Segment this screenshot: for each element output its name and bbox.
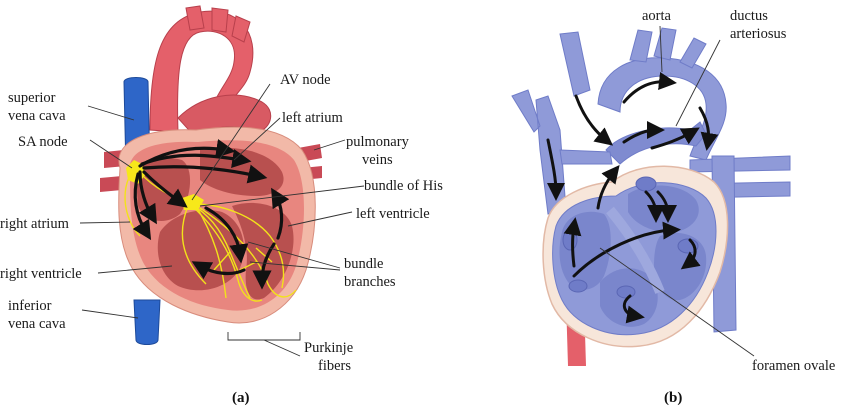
svg-text:Purkinje: Purkinje: [304, 340, 353, 356]
label-sa-node: SA node: [18, 134, 68, 150]
svg-text:ductus: ductus: [730, 8, 768, 24]
svg-text:SA node: SA node: [18, 134, 68, 150]
label-pulmonary-veins: pulmonary: [346, 134, 410, 150]
label-left-atrium: left atrium: [282, 110, 344, 126]
svg-text:arteriosus: arteriosus: [730, 26, 787, 42]
svg-text:branches: branches: [344, 274, 396, 290]
svg-text:bundle of His: bundle of His: [364, 178, 443, 194]
svg-text:AV node: AV node: [280, 72, 331, 88]
label-bundle-branches: bundle: [344, 256, 383, 272]
svg-text:fibers: fibers: [318, 358, 351, 374]
label-inferior-vena-cava: inferior: [8, 298, 52, 314]
label-bundle-branches-line2: branches: [344, 274, 396, 290]
svg-text:pulmonary: pulmonary: [346, 134, 410, 150]
panel-a-adult-heart: superior vena cava SA node right atrium …: [0, 6, 443, 406]
ductus-arteriosus-illustration: [606, 122, 706, 164]
label-ductus-arteriosus-line2: arteriosus: [730, 26, 787, 42]
label-superior-vena-cava-line2: vena cava: [8, 108, 66, 124]
svg-text:vena cava: vena cava: [8, 316, 66, 332]
label-purkinje-fibers: Purkinje: [304, 340, 353, 356]
svg-text:bundle: bundle: [344, 256, 383, 272]
label-left-ventricle: left ventricle: [356, 206, 430, 222]
panel-b-fetal-heart: aorta ductus arteriosus foramen ovale (b…: [512, 8, 835, 406]
svg-text:inferior: inferior: [8, 298, 52, 314]
svg-text:superior: superior: [8, 90, 56, 106]
label-aorta: aorta: [642, 8, 672, 24]
caption-a: (a): [232, 390, 250, 406]
caption-b: (b): [664, 390, 682, 406]
label-purkinje-fibers-line2: fibers: [318, 358, 351, 374]
label-right-ventricle: right ventricle: [0, 266, 82, 282]
svg-text:right atrium: right atrium: [0, 216, 70, 232]
svg-text:veins: veins: [362, 152, 393, 168]
svg-text:foramen ovale: foramen ovale: [752, 358, 835, 374]
svg-text:right ventricle: right ventricle: [0, 266, 82, 282]
label-superior-vena-cava: superior: [8, 90, 56, 106]
label-foramen-ovale: foramen ovale: [752, 358, 835, 374]
label-pulmonary-veins-line2: veins: [362, 152, 393, 168]
label-right-atrium: right atrium: [0, 216, 70, 232]
svg-text:vena cava: vena cava: [8, 108, 66, 124]
svg-text:left atrium: left atrium: [282, 110, 344, 126]
label-av-node: AV node: [280, 72, 331, 88]
svg-text:left ventricle: left ventricle: [356, 206, 430, 222]
label-inferior-vena-cava-line2: vena cava: [8, 316, 66, 332]
vena-cava-fetal-illustration: [512, 32, 590, 214]
inferior-vena-cava-illustration: [134, 300, 160, 345]
label-ductus-arteriosus: ductus: [730, 8, 768, 24]
svg-text:aorta: aorta: [642, 8, 672, 24]
label-bundle-of-his: bundle of His: [364, 178, 443, 194]
